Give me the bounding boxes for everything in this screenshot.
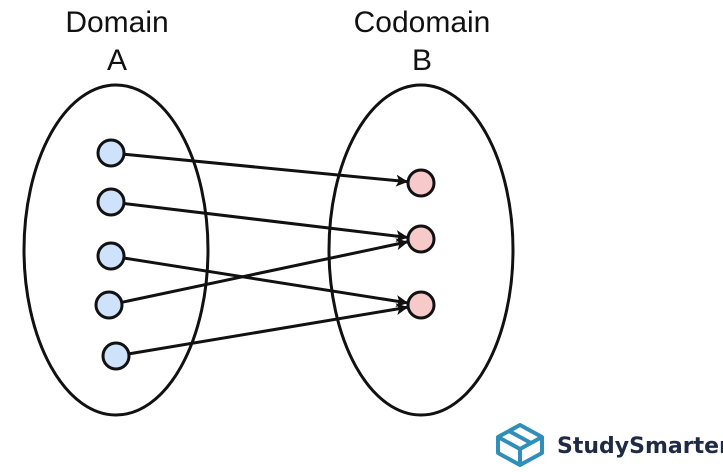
codomain-title: Codomain <box>354 6 491 39</box>
mapping-arrow-2-to-2 <box>123 202 409 242</box>
codomain-point-1 <box>406 168 436 198</box>
codomain-set-ellipse <box>327 83 515 417</box>
domain-letter: A <box>107 44 127 77</box>
domain-point-2 <box>96 187 126 217</box>
domain-point-1 <box>96 138 126 168</box>
domain-points <box>94 138 131 371</box>
domain-point-3 <box>96 241 126 271</box>
brand: StudySmarter <box>496 423 723 467</box>
mapping-arrow-5-to-3 <box>128 303 409 356</box>
mapping-arrow-4-to-2 <box>121 238 409 304</box>
mapping-arrows <box>121 152 409 356</box>
codomain-point-3 <box>406 290 436 320</box>
domain-point-4 <box>94 290 124 320</box>
mapping-arrow-3-to-3 <box>123 256 409 308</box>
domain-point-5 <box>101 341 131 371</box>
domain-title: Domain <box>65 6 168 39</box>
codomain-letter: B <box>412 44 432 77</box>
codomain-points <box>406 168 436 320</box>
mapping-arrow-1-to-1 <box>123 152 409 187</box>
studysmarter-logo-icon <box>496 423 544 467</box>
domain-set-ellipse <box>22 83 210 417</box>
brand-name: StudySmarter <box>557 434 723 459</box>
codomain-point-2 <box>406 224 436 254</box>
